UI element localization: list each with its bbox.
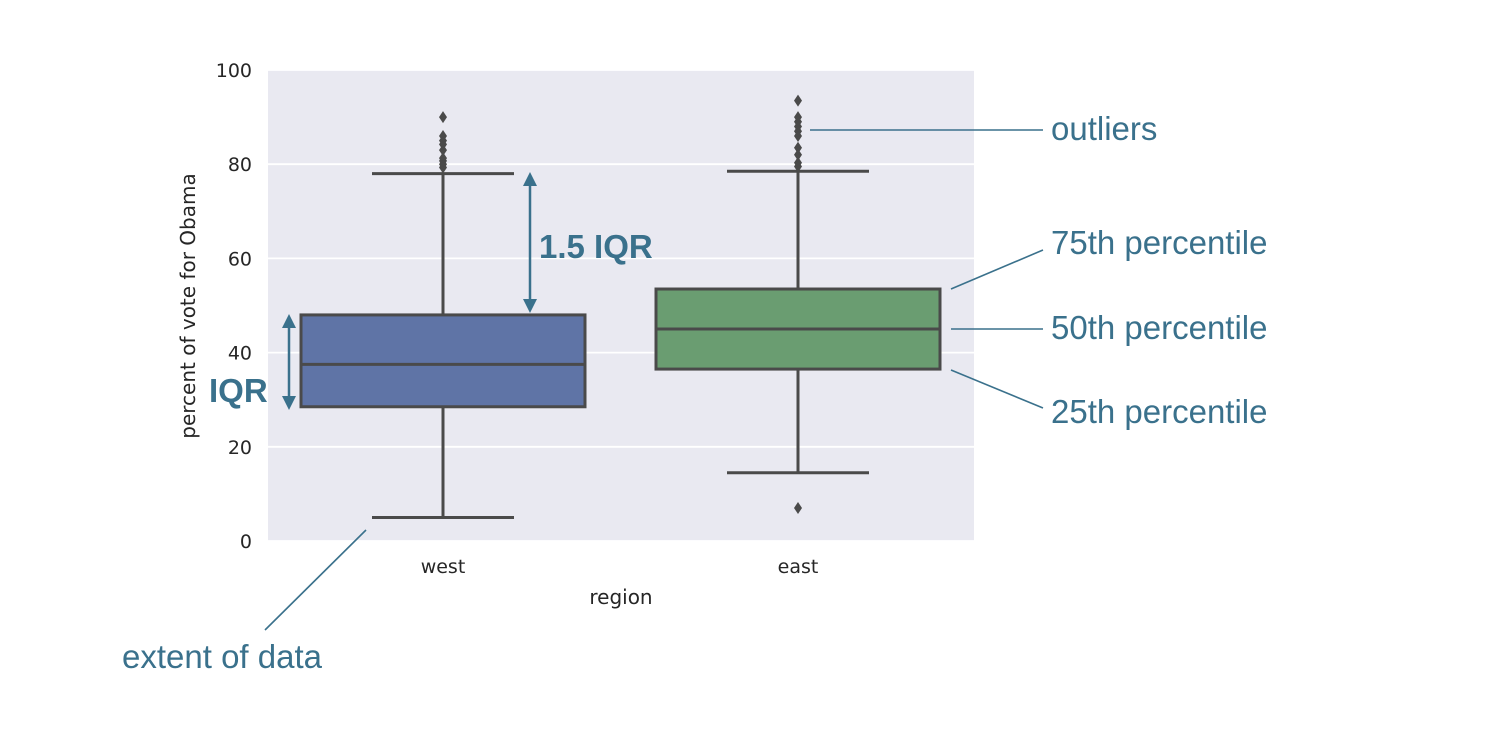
outlier-point — [794, 111, 802, 124]
outlier-point — [794, 148, 802, 161]
x-axis-label: region — [589, 585, 652, 609]
box-west — [299, 111, 587, 519]
outlier-point — [439, 111, 447, 124]
q1-pointer-line — [950, 369, 1044, 409]
y-axis-label: percent of vote for Obama — [176, 173, 200, 438]
y-tick-labels: 0 20 40 60 80 100 — [216, 60, 252, 553]
median-annotation: 50th percentile — [1051, 309, 1267, 346]
outlier-point — [794, 141, 802, 154]
boxes — [299, 94, 942, 519]
extent-annotation: extent of data — [122, 638, 323, 675]
extent-pointer-line — [264, 529, 367, 631]
q3-annotation: 75th percentile — [1051, 224, 1267, 261]
outlier-point — [794, 502, 802, 515]
outlier-point — [794, 156, 802, 169]
q1-annotation: 25th percentile — [1051, 393, 1267, 430]
iqr-1-5-arrow-head-down — [523, 299, 537, 313]
annotations: outliers 75th percentile 50th percentile… — [122, 110, 1267, 675]
iqr-annotation: IQR — [209, 372, 268, 409]
iqr-arrow-head-up — [282, 314, 296, 328]
x-tick-labels: west east — [421, 556, 819, 578]
x-tick-label-west: west — [421, 556, 466, 578]
iqr-box — [299, 313, 587, 409]
outlier-point — [439, 129, 447, 142]
outlier-point — [794, 94, 802, 107]
y-tick-label: 100 — [216, 60, 252, 82]
x-tick-label-east: east — [778, 556, 819, 578]
outlier-point — [439, 152, 447, 165]
y-tick-label: 40 — [228, 343, 252, 365]
y-tick-label: 80 — [228, 154, 252, 176]
y-tick-label: 20 — [228, 437, 252, 459]
q3-pointer-line — [950, 249, 1044, 290]
iqr-arrow-head-down — [282, 396, 296, 410]
outliers-annotation: outliers — [1051, 110, 1157, 147]
iqr-1-5-arrow-head-up — [523, 172, 537, 186]
y-tick-label: 60 — [228, 248, 252, 270]
iqr-1-5-annotation: 1.5 IQR — [539, 228, 653, 265]
box-east — [654, 94, 942, 515]
y-tick-label: 0 — [240, 531, 252, 553]
